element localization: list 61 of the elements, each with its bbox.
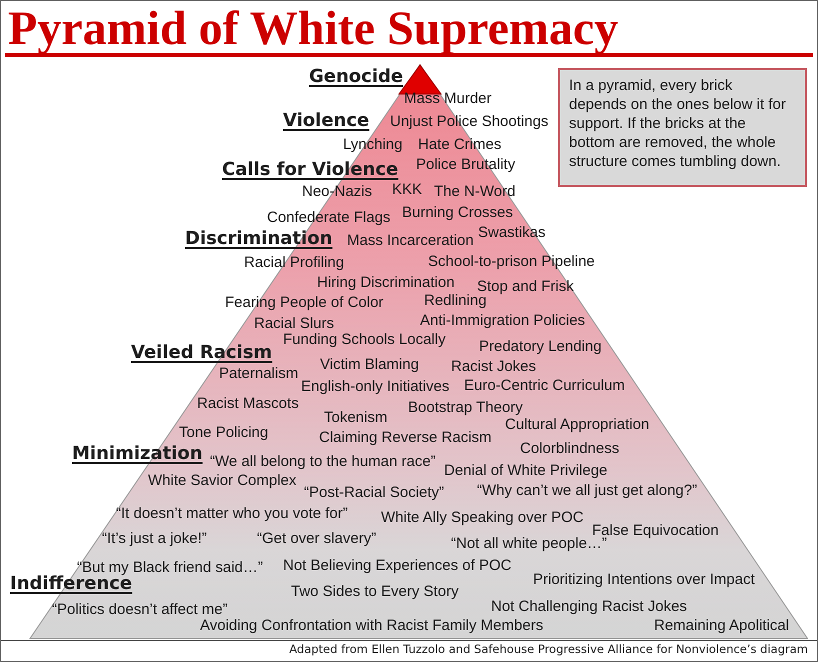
item-label: Funding Schools Locally: [283, 331, 446, 348]
item-label: The N-Word: [434, 183, 516, 200]
item-label: Not Challenging Racist Jokes: [491, 598, 687, 615]
item-label: Burning Crosses: [402, 204, 513, 221]
item-label: Mass Murder: [404, 90, 492, 107]
item-label: Euro-Centric Curriculum: [464, 377, 625, 394]
item-label: Hiring Discrimination: [317, 274, 455, 291]
item-label: English-only Initiatives: [301, 378, 450, 395]
item-label: Not Believing Experiences of POC: [283, 557, 512, 574]
item-label: “But my Black friend said…”: [77, 559, 263, 576]
level-heading: Discrimination: [185, 228, 332, 250]
item-label: “Get over slavery”: [257, 530, 376, 547]
item-label: “Politics doesn’t affect me”: [52, 601, 228, 618]
item-label: Cultural Appropriation: [505, 416, 650, 433]
item-label: Prioritizing Intentions over Impact: [533, 571, 755, 588]
item-label: Racist Mascots: [197, 395, 299, 412]
item-label: Unjust Police Shootings: [390, 113, 548, 130]
item-label: “It doesn’t matter who you vote for”: [116, 505, 348, 522]
item-label: “It’s just a joke!”: [102, 530, 207, 547]
item-label: Anti-Immigration Policies: [420, 312, 586, 329]
item-label: Claiming Reverse Racism: [319, 429, 492, 446]
title: Pyramid of White Supremacy: [8, 6, 618, 52]
item-label: Lynching: [343, 136, 402, 153]
note-text: In a pyramid, every brick depends on the ones below it for support. If the bricks at the bottom are removed, the whole structure comes tumbling down.: [569, 76, 787, 171]
item-label: Racist Jokes: [451, 358, 536, 375]
item-label: School-to-prison Pipeline: [428, 253, 595, 270]
item-label: KKK: [392, 181, 422, 198]
item-label: Neo-Nazis: [302, 183, 372, 200]
item-label: Racial Profiling: [244, 254, 344, 271]
item-label: Denial of White Privilege: [444, 462, 608, 479]
item-label: Tokenism: [324, 409, 388, 426]
caption: Adapted from Ellen Tuzzolo and Safehouse Progressive Alliance for Nonviolence’s diagram: [289, 641, 808, 658]
item-label: “We all belong to the human race”: [210, 453, 436, 470]
item-label: Remaining Apolitical: [654, 617, 790, 634]
item-label: Stop and Frisk: [477, 278, 574, 295]
item-label: Racial Slurs: [254, 315, 334, 332]
item-label: Avoiding Confrontation with Racist Family Members: [200, 617, 544, 634]
item-label: Colorblindness: [520, 440, 620, 457]
item-label: Hate Crimes: [418, 136, 502, 153]
item-label: Confederate Flags: [267, 209, 390, 226]
item-label: Redlining: [424, 292, 487, 309]
item-label: Victim Blaming: [320, 356, 419, 373]
item-label: Tone Policing: [179, 424, 268, 441]
level-heading: Calls for Violence: [222, 159, 398, 181]
item-label: “Why can’t we all just get along?”: [477, 482, 698, 499]
item-label: Bootstrap Theory: [408, 399, 523, 416]
item-label: Fearing People of Color: [225, 294, 384, 311]
level-heading: Minimization: [72, 443, 203, 465]
item-label: Predatory Lending: [479, 338, 602, 355]
item-label: Police Brutality: [416, 156, 516, 173]
level-heading: Veiled Racism: [131, 342, 272, 364]
item-label: Swastikas: [478, 224, 546, 241]
item-label: White Ally Speaking over POC: [381, 509, 584, 526]
item-label: “Post-Racial Society”: [304, 484, 444, 501]
item-label: Mass Incarceration: [347, 232, 474, 249]
note-box: [558, 68, 807, 187]
item-label: Paternalism: [219, 365, 298, 382]
item-label: White Savior Complex: [148, 472, 296, 489]
level-heading: Genocide: [309, 66, 404, 88]
item-label: Two Sides to Every Story: [291, 583, 459, 600]
level-heading: Violence: [283, 110, 370, 132]
